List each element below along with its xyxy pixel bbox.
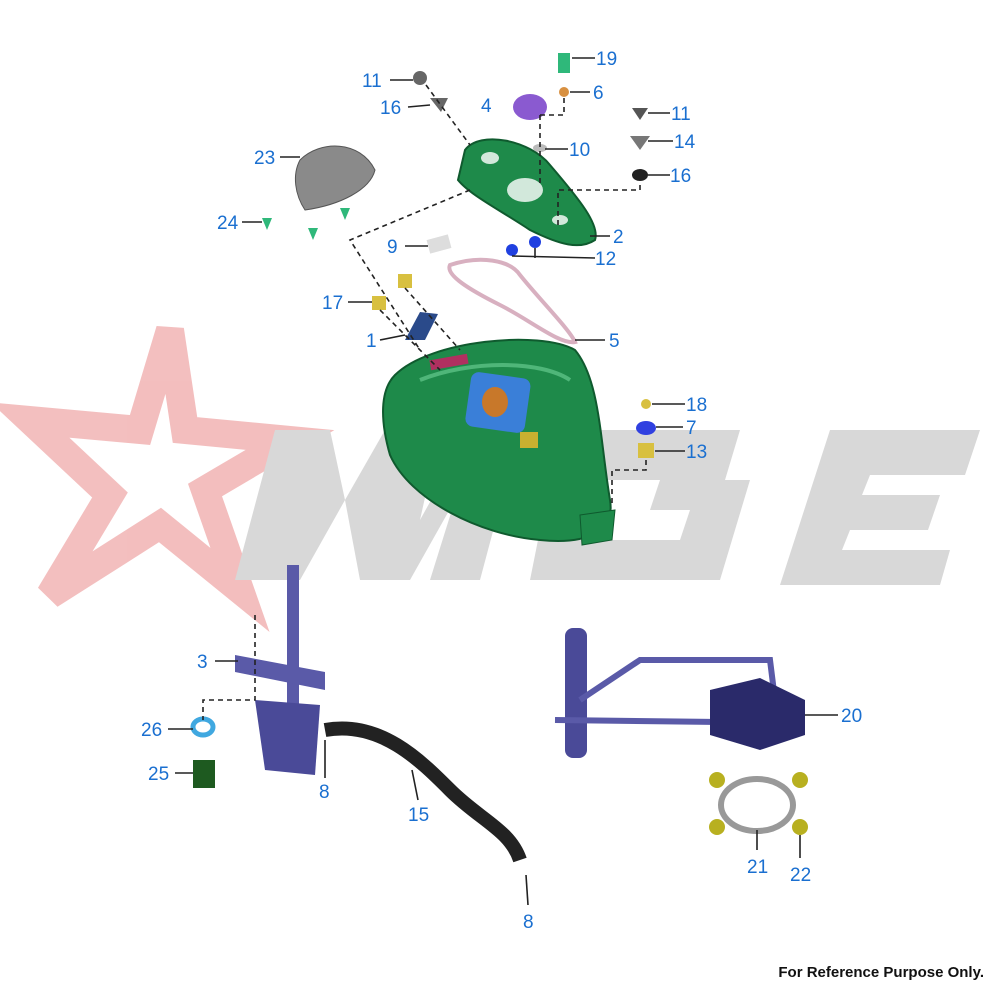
part-label: 24: [217, 213, 239, 234]
watermark-letter-e: [780, 430, 980, 585]
fuel-tank: [382, 338, 616, 546]
watermark-star: [0, 325, 335, 633]
screw-16: [430, 98, 448, 112]
part-label: 26: [141, 720, 162, 741]
part-label: 25: [148, 764, 169, 785]
collar-13: [638, 443, 654, 458]
bolt-11: [413, 71, 427, 85]
part-label: 20: [841, 706, 862, 727]
plate: [426, 234, 452, 254]
part-label: 22: [790, 865, 811, 886]
part-label: 5: [609, 331, 620, 352]
nuts-22: [709, 772, 808, 835]
part-label: 1: [366, 331, 377, 352]
side-cover: [294, 145, 376, 211]
gasket-21: [718, 776, 796, 834]
grommet-14: [630, 136, 650, 150]
reference-disclaimer: For Reference Purpose Only.: [778, 964, 984, 981]
watermark-letter-m: [235, 430, 520, 580]
o-ring-26: [190, 716, 216, 738]
damper-7: [636, 421, 656, 435]
gasket: [447, 257, 578, 345]
bolt-19: [558, 53, 570, 73]
cap-part: [513, 94, 547, 120]
part-label: 21: [747, 857, 768, 878]
part-label: 15: [408, 805, 429, 826]
part-label: 7: [686, 418, 697, 439]
washer-6: [559, 87, 569, 97]
part-label: 17: [322, 293, 343, 314]
part-label: 10: [569, 140, 590, 161]
part-label: 11: [362, 71, 382, 92]
bracket: [405, 312, 438, 340]
screw-24a: [262, 218, 272, 230]
part-label: 8: [319, 782, 330, 803]
part-label: 8: [523, 912, 534, 933]
part-labels: 11 16 19 6 4 10 11 14 16 23 24 2 9 12 17…: [141, 49, 862, 933]
bolt-17a: [372, 296, 386, 310]
bolt-17b: [398, 274, 412, 288]
fuel-sender: [554, 628, 805, 758]
screw-24b: [308, 228, 318, 240]
fuel-hose: [323, 721, 527, 863]
damper-12a: [506, 244, 518, 256]
grommet-16: [632, 169, 648, 181]
washer-10: [533, 144, 547, 152]
part-label: 6: [593, 83, 604, 104]
damper-12b: [529, 236, 541, 248]
part-label: 2: [613, 227, 624, 248]
screw-24c: [340, 208, 350, 220]
part-label: 23: [254, 148, 275, 169]
part-label: 13: [686, 442, 707, 463]
part-label: 18: [686, 395, 707, 416]
part-label: 4: [481, 96, 492, 117]
fuel-cock: [235, 565, 325, 775]
drain-bolt-25: [193, 760, 215, 788]
part-label: 16: [380, 98, 401, 119]
part-label: 19: [596, 49, 617, 70]
part-label: 11: [671, 104, 691, 125]
part-label: 12: [595, 249, 616, 270]
leader-lines: [168, 57, 838, 906]
part-label: 14: [674, 132, 696, 153]
bolt-11b: [632, 108, 648, 120]
part-label: 9: [387, 237, 398, 258]
part-label: 3: [197, 652, 208, 673]
bolt-18: [641, 399, 651, 409]
part-label: 16: [670, 166, 691, 187]
